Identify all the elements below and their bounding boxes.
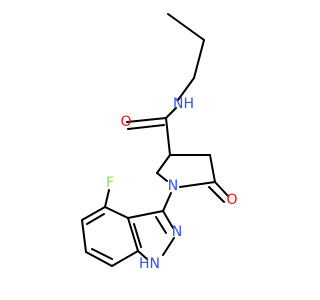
bond-c7-c7a (111, 250, 139, 267)
bond-c4-c5 (209, 154, 216, 183)
atom-n-pyrrolidinone: N (168, 178, 178, 194)
molecule-structure: NH O N O F N HN (81, 13, 238, 272)
atom-nh-amide-h: H (183, 96, 194, 112)
atom-nh-amide: NH (173, 96, 194, 112)
bond-c5-o-double-2 (208, 186, 225, 203)
bond-nh-co (165, 107, 177, 119)
atom-labels: NH O N O F N HN (106, 96, 238, 272)
atom-n1h-indazole: HN (139, 256, 160, 272)
atom-n2-indazole: N (172, 224, 182, 240)
bond-c2-c3 (193, 39, 205, 79)
bond-c4-f (104, 189, 110, 208)
bond-n2-n1 (162, 237, 175, 256)
bond-c1-c2 (167, 13, 205, 41)
bond-n1-c7a (137, 250, 148, 260)
bond-c3a-c4 (104, 206, 129, 219)
bond-c3a-c7a (127, 217, 139, 252)
atom-o-lactam: O (226, 192, 237, 208)
bond-c6-c7 (85, 251, 113, 267)
bond-co-double-2 (127, 124, 165, 130)
bond-n-c5 (179, 181, 216, 188)
bond-c3a-c7a-inner (133, 223, 142, 248)
bond-c6-c7-inner (91, 248, 113, 260)
atom-n1h-n: N (150, 256, 160, 272)
bond-c4-c5b (81, 206, 106, 221)
bonds (81, 13, 229, 267)
bond-c5-o-double-1 (214, 181, 229, 197)
bond-c4-c5b-inner (86, 213, 105, 225)
bond-c3-nh (177, 77, 195, 101)
bond-c3-c2ring (156, 154, 171, 174)
bond-c5b-c6 (81, 219, 87, 253)
atom-nh-amide-n: N (173, 96, 183, 112)
bond-co-double-1 (126, 117, 167, 123)
atom-n1h-h: H (139, 256, 150, 272)
bond-co-c3ring (165, 117, 171, 156)
bond-c3ind-n2-inner (155, 216, 167, 234)
bond-c3ind-c3a (127, 210, 164, 219)
bond-n-c3ind (162, 192, 172, 212)
atom-o-amide: O (120, 114, 131, 130)
bond-c2ring-n (156, 172, 168, 182)
atom-f: F (106, 175, 114, 191)
bond-c3ind-n2 (162, 210, 174, 229)
